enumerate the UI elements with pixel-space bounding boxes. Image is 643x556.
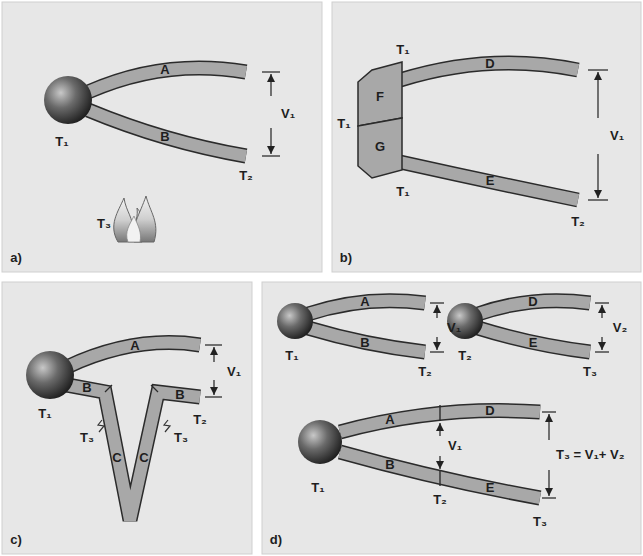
voltage-sum-label: T₃ = V₁+ V₂ (556, 448, 624, 462)
temperature-label: T₂ (433, 493, 447, 507)
panel-letter: c) (10, 533, 22, 547)
temperature-label: T₁ (396, 43, 409, 57)
wire-label: B (160, 130, 169, 144)
panel-letter: b) (340, 251, 352, 265)
wire-label: D (485, 404, 494, 418)
temperature-label: T₃ (97, 217, 111, 231)
temperature-label: T₃ (533, 515, 547, 529)
wire-label: E (486, 174, 495, 188)
temperature-label: T₁ (337, 117, 350, 131)
wire-label: A (385, 413, 394, 427)
voltage-label: V₁ (610, 129, 624, 143)
wire-label: B (385, 458, 394, 472)
temperature-label: T₁ (55, 135, 68, 149)
temperature-label: T₁ (38, 407, 51, 421)
wire-label: C (139, 451, 148, 465)
wire-label: B (175, 388, 184, 402)
wire-label: F (376, 90, 384, 104)
temperature-label: T₂ (193, 413, 207, 427)
voltage-label: V₁ (281, 107, 295, 121)
temperature-label: T₂ (418, 365, 432, 379)
wire-label: C (112, 451, 121, 465)
wire-label: E (486, 481, 495, 495)
wire-label: B (360, 336, 369, 350)
panel-letter: a) (10, 251, 22, 265)
wire-label: G (375, 140, 385, 154)
temperature-label: T₁ (396, 185, 409, 199)
temperature-label: T₃ (174, 431, 188, 445)
voltage-label: V₁ (447, 321, 461, 335)
voltage-label: V₁ (448, 439, 462, 453)
temperature-label: T₂ (239, 169, 253, 183)
temperature-label: T₂ (458, 349, 472, 363)
wire-label: A (360, 295, 369, 309)
wire-label: D (485, 57, 494, 71)
panel-letter: d) (270, 533, 282, 547)
temperature-label: T₂ (571, 215, 585, 229)
wire-label: D (528, 295, 537, 309)
wire-label: B (82, 381, 91, 395)
wire-label: A (160, 63, 169, 77)
voltage-label: V₁ (227, 365, 241, 379)
wire-label: E (529, 336, 538, 350)
temperature-label: T₁ (285, 349, 298, 363)
temperature-label: T₃ (583, 365, 597, 379)
temperature-label: T₃ (80, 431, 94, 445)
voltage-label: V₂ (613, 321, 627, 335)
temperature-label: T₁ (311, 481, 324, 495)
wire-label: A (130, 339, 139, 353)
